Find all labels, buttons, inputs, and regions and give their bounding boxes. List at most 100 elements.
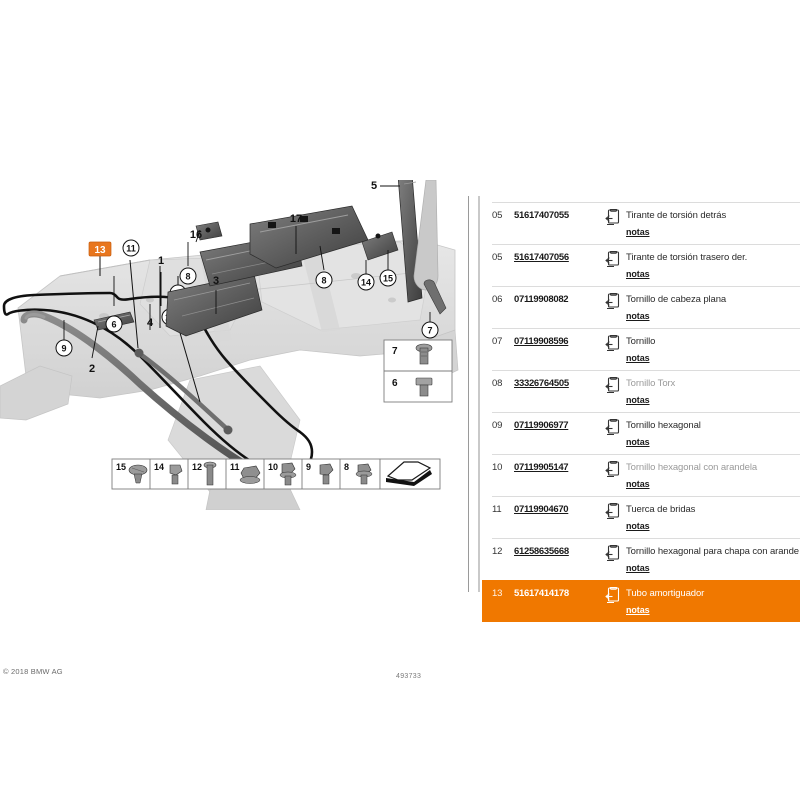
arrow-orientation-icon — [386, 461, 432, 486]
fastener-strip: 15 14 12 11 — [111, 458, 441, 490]
parts-list-panel: 05 51617407055 Tirante de torsión detrás no… — [468, 196, 800, 622]
part-number[interactable]: 07119908596 — [514, 336, 569, 347]
diagram-id-label: 493733 — [396, 673, 422, 680]
document-link-icon-cell[interactable] — [600, 292, 624, 310]
shock-absorber-cluster — [361, 180, 447, 315]
part-description: Tuerca de bridas — [626, 504, 696, 515]
fastener-label-15: 15 — [116, 462, 126, 472]
part-index: 06 — [492, 294, 503, 305]
part-description: Tornillo hexagonal — [626, 420, 701, 431]
part-index: 12 — [492, 546, 503, 557]
document-link-icon-cell[interactable] — [600, 376, 624, 394]
document-link-icon[interactable] — [604, 503, 620, 520]
plate-leaders — [63, 226, 325, 359]
document-link-icon-cell[interactable] — [600, 334, 624, 352]
document-link-icon[interactable] — [604, 545, 620, 562]
document-link-icon[interactable] — [604, 251, 620, 268]
document-link-icon-cell[interactable] — [600, 250, 624, 268]
legend-label-7: 7 — [392, 346, 398, 357]
part-description: Tirante de torsión trasero der. — [626, 252, 748, 263]
part-description: Tornillo — [626, 336, 656, 347]
document-link-icon[interactable] — [604, 587, 620, 604]
parts-table-row[interactable]: 12 61258635668 Tornillo hexagonal para cha… — [492, 538, 800, 580]
document-link-icon-cell[interactable] — [600, 544, 624, 562]
notes-link[interactable]: notas — [626, 437, 650, 447]
part-number[interactable]: 51617407055 — [514, 210, 569, 221]
parts-table-row[interactable]: 05 51617407055 Tirante de torsión detrás no… — [492, 202, 800, 244]
part-index: 08 — [492, 378, 503, 389]
svg-text:3: 3 — [213, 275, 219, 287]
part-number[interactable]: 07119905147 — [514, 462, 569, 473]
part-number[interactable]: 33326764505 — [514, 378, 569, 389]
svg-text:2: 2 — [89, 363, 95, 375]
notes-link[interactable]: notas — [626, 227, 650, 237]
notes-link[interactable]: notas — [626, 311, 650, 321]
document-link-icon[interactable] — [604, 335, 620, 352]
parts-table-row[interactable]: 10 07119905147 Tornillo hexagonal con aran… — [492, 454, 800, 496]
svg-text:13: 13 — [94, 245, 106, 256]
fastener-label-10: 10 — [268, 462, 278, 472]
fastener-label-8: 8 — [344, 462, 349, 472]
svg-text:8: 8 — [185, 272, 190, 282]
bolt-flange-head-icon — [415, 377, 433, 397]
part-number[interactable]: 51617414178 — [514, 588, 569, 599]
fastener-label-12: 12 — [192, 462, 202, 472]
part-number[interactable]: 07119904670 — [514, 504, 569, 515]
document-link-icon[interactable] — [604, 461, 620, 478]
part-index: 10 — [492, 462, 503, 473]
copyright-notice: © 2018 BMW AG — [3, 667, 63, 676]
part-description: Tornillo hexagonal con arandela — [626, 462, 758, 473]
callout-1: 1 — [158, 255, 164, 306]
legend-label-6: 6 — [392, 378, 398, 389]
document-link-icon-cell[interactable] — [600, 586, 624, 604]
document-link-icon[interactable] — [604, 209, 620, 226]
part-description-cell: Tuerca de bridas notas — [624, 502, 800, 534]
shock-leaders — [365, 185, 431, 322]
notes-link[interactable]: notas — [626, 395, 650, 405]
document-link-icon[interactable] — [604, 293, 620, 310]
svg-text:11: 11 — [126, 244, 136, 254]
part-number[interactable]: 07119908082 — [514, 294, 569, 305]
notes-link[interactable]: notas — [626, 269, 650, 279]
part-index: 05 — [492, 210, 503, 221]
notes-link[interactable]: notas — [626, 605, 650, 615]
screw-hex-collar-icon — [279, 462, 297, 486]
document-link-icon-cell[interactable] — [600, 502, 624, 520]
part-number[interactable]: 07119906977 — [514, 420, 569, 431]
fastener-label-14: 14 — [154, 462, 164, 472]
flange-nut-icon — [239, 465, 261, 484]
callout-11: 11 — [122, 239, 140, 257]
document-link-icon[interactable] — [604, 377, 620, 394]
part-number[interactable]: 51617407056 — [514, 252, 569, 263]
part-description-cell: Tornillo hexagonal para chapa con arande… — [624, 544, 800, 576]
notes-link[interactable]: notas — [626, 479, 650, 489]
screw-hex-washer-icon-2 — [355, 463, 373, 485]
screw-pan-head-icon — [128, 464, 148, 484]
part-description: Tirante de torsión detrás — [626, 210, 727, 221]
part-number[interactable]: 61258635668 — [514, 546, 569, 557]
svg-text:8: 8 — [321, 276, 326, 286]
part-description: Tornillo de cabeza plana — [626, 294, 727, 305]
notes-link[interactable]: notas — [626, 521, 650, 531]
document-link-icon-cell[interactable] — [600, 418, 624, 436]
callout-14: 14 — [357, 273, 375, 291]
document-link-icon-cell[interactable] — [600, 460, 624, 478]
notes-link[interactable]: notas — [626, 353, 650, 363]
notes-link[interactable]: notas — [626, 563, 650, 573]
svg-text:16: 16 — [190, 229, 202, 241]
part-description-cell: Tornillo de cabeza plana notas — [624, 292, 800, 324]
svg-text:15: 15 — [383, 274, 393, 284]
part-description-cell: Tirante de torsión detrás notas — [624, 208, 800, 240]
diagram-svg: 13 11 1 10 12 — [0, 180, 459, 510]
document-link-icon[interactable] — [604, 419, 620, 436]
svg-text:7: 7 — [427, 326, 432, 336]
parts-table-row[interactable]: 06 07119908082 Tornillo de cabeza plana not… — [492, 286, 800, 328]
document-link-icon-cell[interactable] — [600, 208, 624, 226]
